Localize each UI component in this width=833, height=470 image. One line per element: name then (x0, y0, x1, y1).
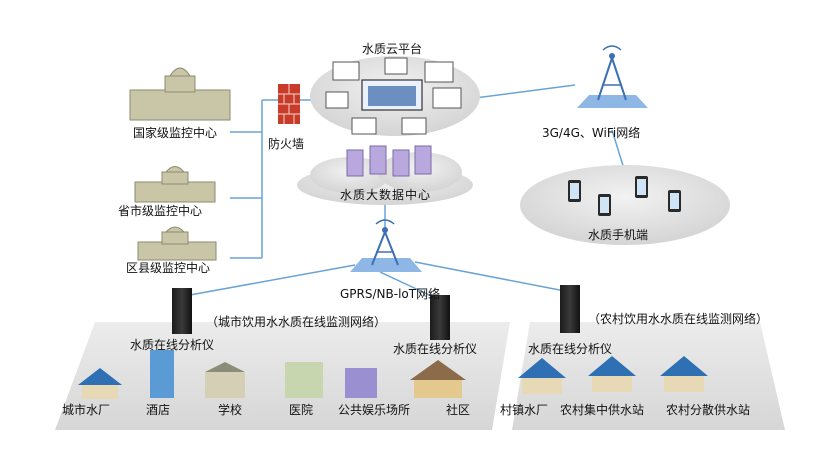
platform-screens (325, 57, 462, 135)
rural-ground (512, 322, 785, 430)
national-center-label: 国家级监控中心 (133, 126, 218, 140)
network-links (189, 84, 626, 301)
urban-analyzer-label-2: 水质在线分析仪 (393, 342, 478, 356)
wifi-tower-graphic (577, 45, 648, 108)
analyzer-rural (560, 285, 580, 333)
rural-analyzer-label: 水质在线分析仪 (528, 342, 613, 356)
urban-site-graphics (78, 350, 466, 399)
provincial-center-building (134, 166, 216, 203)
site-school: 学校 (218, 403, 243, 417)
site-township-waterworks: 村镇水厂 (500, 403, 549, 417)
county-center-label: 区县级监控中心 (126, 261, 211, 275)
rural-site-graphics (518, 356, 708, 394)
mobile-terminal-label: 水质手机端 (588, 228, 649, 242)
site-community: 社区 (446, 403, 471, 417)
site-hospital: 医院 (289, 403, 314, 417)
urban-analyzer-label-1: 水质在线分析仪 (130, 338, 215, 352)
national-center-building (129, 67, 231, 121)
cloud-platform-label: 水质云平台 (362, 42, 423, 56)
urban-network-label: （城市饮用水水质在线监测网络） (206, 315, 387, 329)
site-rural-centralized-station: 农村集中供水站 (560, 403, 645, 417)
urban-ground (55, 322, 510, 430)
gprs-network-label: GPRS/NB-loT网络 (340, 287, 441, 301)
rural-network-label: （农村饮用水水质在线监测网络） (588, 312, 769, 326)
data-servers (346, 145, 432, 177)
site-city-waterworks: 城市水厂 (62, 403, 111, 417)
wireless-network-label: 3G/4G、WiFi网络 (542, 126, 641, 140)
analyzer-urban-1 (172, 288, 192, 334)
site-hotel: 酒店 (146, 403, 171, 417)
site-rural-dispersed-station: 农村分散供水站 (666, 403, 751, 417)
analyzer-urban-2 (430, 295, 450, 340)
county-center-building (137, 226, 217, 261)
big-data-center-label: 水质大数据中心 (340, 188, 432, 202)
firewall-graphic (278, 84, 300, 124)
site-public-entertainment: 公共娱乐场所 (338, 403, 411, 417)
gprs-tower-graphic (350, 219, 422, 272)
firewall-label: 防火墙 (268, 137, 305, 151)
provincial-center-label: 省市级监控中心 (118, 204, 203, 218)
